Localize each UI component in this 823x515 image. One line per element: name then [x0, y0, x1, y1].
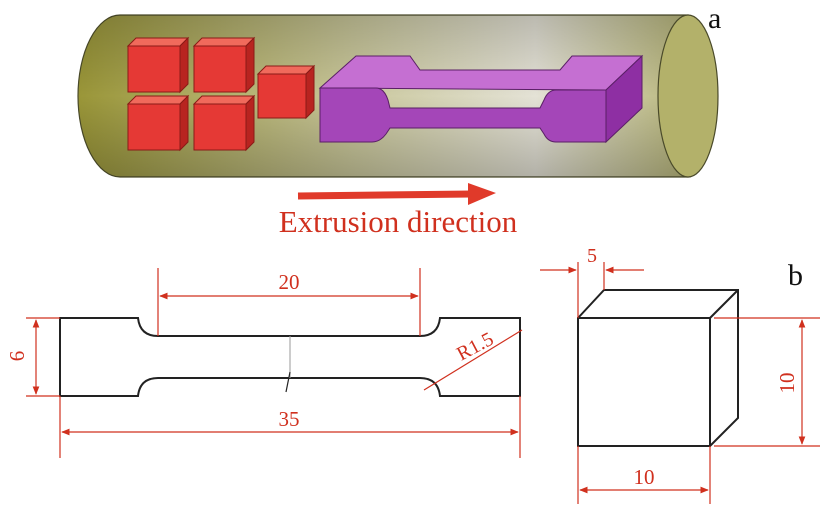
panel-b-label: b [788, 259, 803, 292]
extrusion-direction-label: Extrusion direction [279, 204, 518, 239]
dimension-cube-width: 10 [577, 446, 711, 504]
cube-height-value: 10 [775, 373, 799, 394]
tensile-specimen-drawing [59, 317, 521, 397]
cube-width-value: 10 [634, 465, 655, 489]
cube-sample [126, 94, 190, 152]
rod-end-face [657, 14, 719, 178]
width-value: 6 [5, 351, 29, 362]
cube-sample [256, 64, 316, 120]
cube-samples [126, 36, 316, 152]
cube-sample [192, 94, 256, 152]
radius-value: R1.5 [453, 328, 497, 365]
gauge-length-value: 20 [279, 270, 300, 294]
total-length-value: 35 [279, 407, 300, 431]
cube-drawing [577, 289, 739, 447]
dimension-total-length: 35 [59, 396, 521, 458]
panel-a: Extrusion direction a [77, 2, 721, 239]
cube-depth-value: 5 [587, 245, 597, 267]
dimension-cube-height: 10 [714, 317, 820, 447]
dimension-width: 6 [5, 317, 60, 397]
dimension-radius: R1.5 [423, 328, 523, 391]
tensile-specimen-3d [318, 54, 644, 144]
panel-a-label: a [708, 2, 721, 35]
cube-sample [126, 36, 190, 94]
dimension-gauge-length: 20 [157, 268, 421, 336]
extrusion-direction-arrow [297, 183, 496, 205]
panel-b: b 20 35 6 [5, 245, 820, 504]
dimension-cube-depth: 5 [540, 245, 644, 318]
cube-sample [192, 36, 256, 94]
